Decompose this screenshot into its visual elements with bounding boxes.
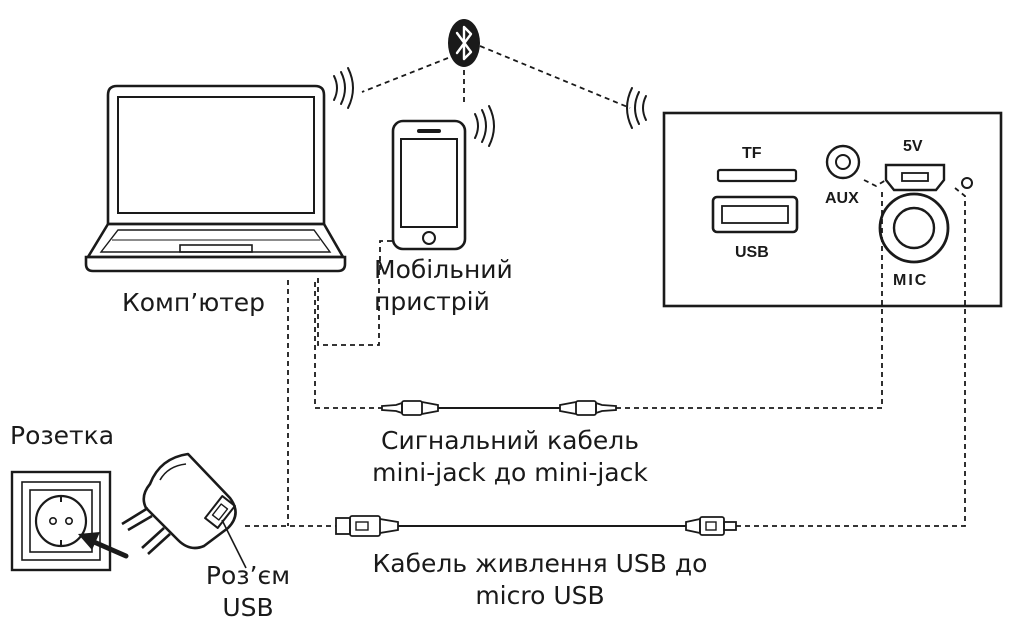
- bluetooth-icon: [448, 19, 480, 67]
- power-port-label: 5V: [903, 138, 923, 155]
- usb-port-label-line1: Роз’єм: [205, 561, 291, 590]
- arrow-icon: [78, 532, 129, 559]
- usb-power-cable: [335, 515, 737, 537]
- mobile-device-label-line2: пристрій: [374, 287, 490, 316]
- speaker-panel: [662, 111, 1003, 308]
- computer-label: Комп’ютер: [122, 288, 266, 317]
- power-cable-label-line2: micro USB: [475, 581, 605, 610]
- socket-label: Розетка: [10, 421, 115, 450]
- usb-plug-icon: [685, 516, 737, 536]
- signal-cable-label-line2: mini-jack до mini-jack: [372, 458, 648, 487]
- mobile-device-label-line1: Мобільний: [374, 255, 513, 284]
- laptop-icon: [84, 84, 347, 273]
- usb-charger-icon: [121, 452, 237, 555]
- usb-port-label-line2: USB: [222, 593, 274, 622]
- power-cable-label: Кабель живлення USB до micro USB: [320, 548, 760, 612]
- usb-slot-label: USB: [735, 244, 769, 261]
- usb-port-label: Роз’єм USB: [196, 560, 300, 624]
- mini-jack-plug-icon: [559, 400, 617, 416]
- mobile-device-label: Мобільний пристрій: [374, 254, 513, 318]
- wiring: [245, 179, 966, 527]
- usb-plug-icon: [335, 515, 399, 537]
- smartphone-icon: [391, 119, 467, 251]
- wireless-signal-icon: [474, 105, 495, 147]
- mic-port-label: MIC: [893, 272, 929, 289]
- aux-port-label: AUX: [825, 190, 859, 207]
- bluetooth-links: [361, 45, 631, 109]
- mini-jack-cable: [381, 400, 617, 416]
- signal-cable-label: Сигнальний кабель mini-jack до mini-jack: [330, 425, 690, 489]
- wireless-signal-icon: [626, 87, 647, 129]
- usb-port-pointer: [221, 519, 247, 569]
- wall-socket-icon: [10, 470, 112, 572]
- mini-jack-plug-icon: [381, 400, 439, 416]
- tf-slot-label: TF: [742, 145, 762, 162]
- power-cable-label-line1: Кабель живлення USB до: [372, 549, 708, 578]
- wireless-signal-icon: [333, 67, 354, 109]
- signal-cable-label-line1: Сигнальний кабель: [381, 426, 639, 455]
